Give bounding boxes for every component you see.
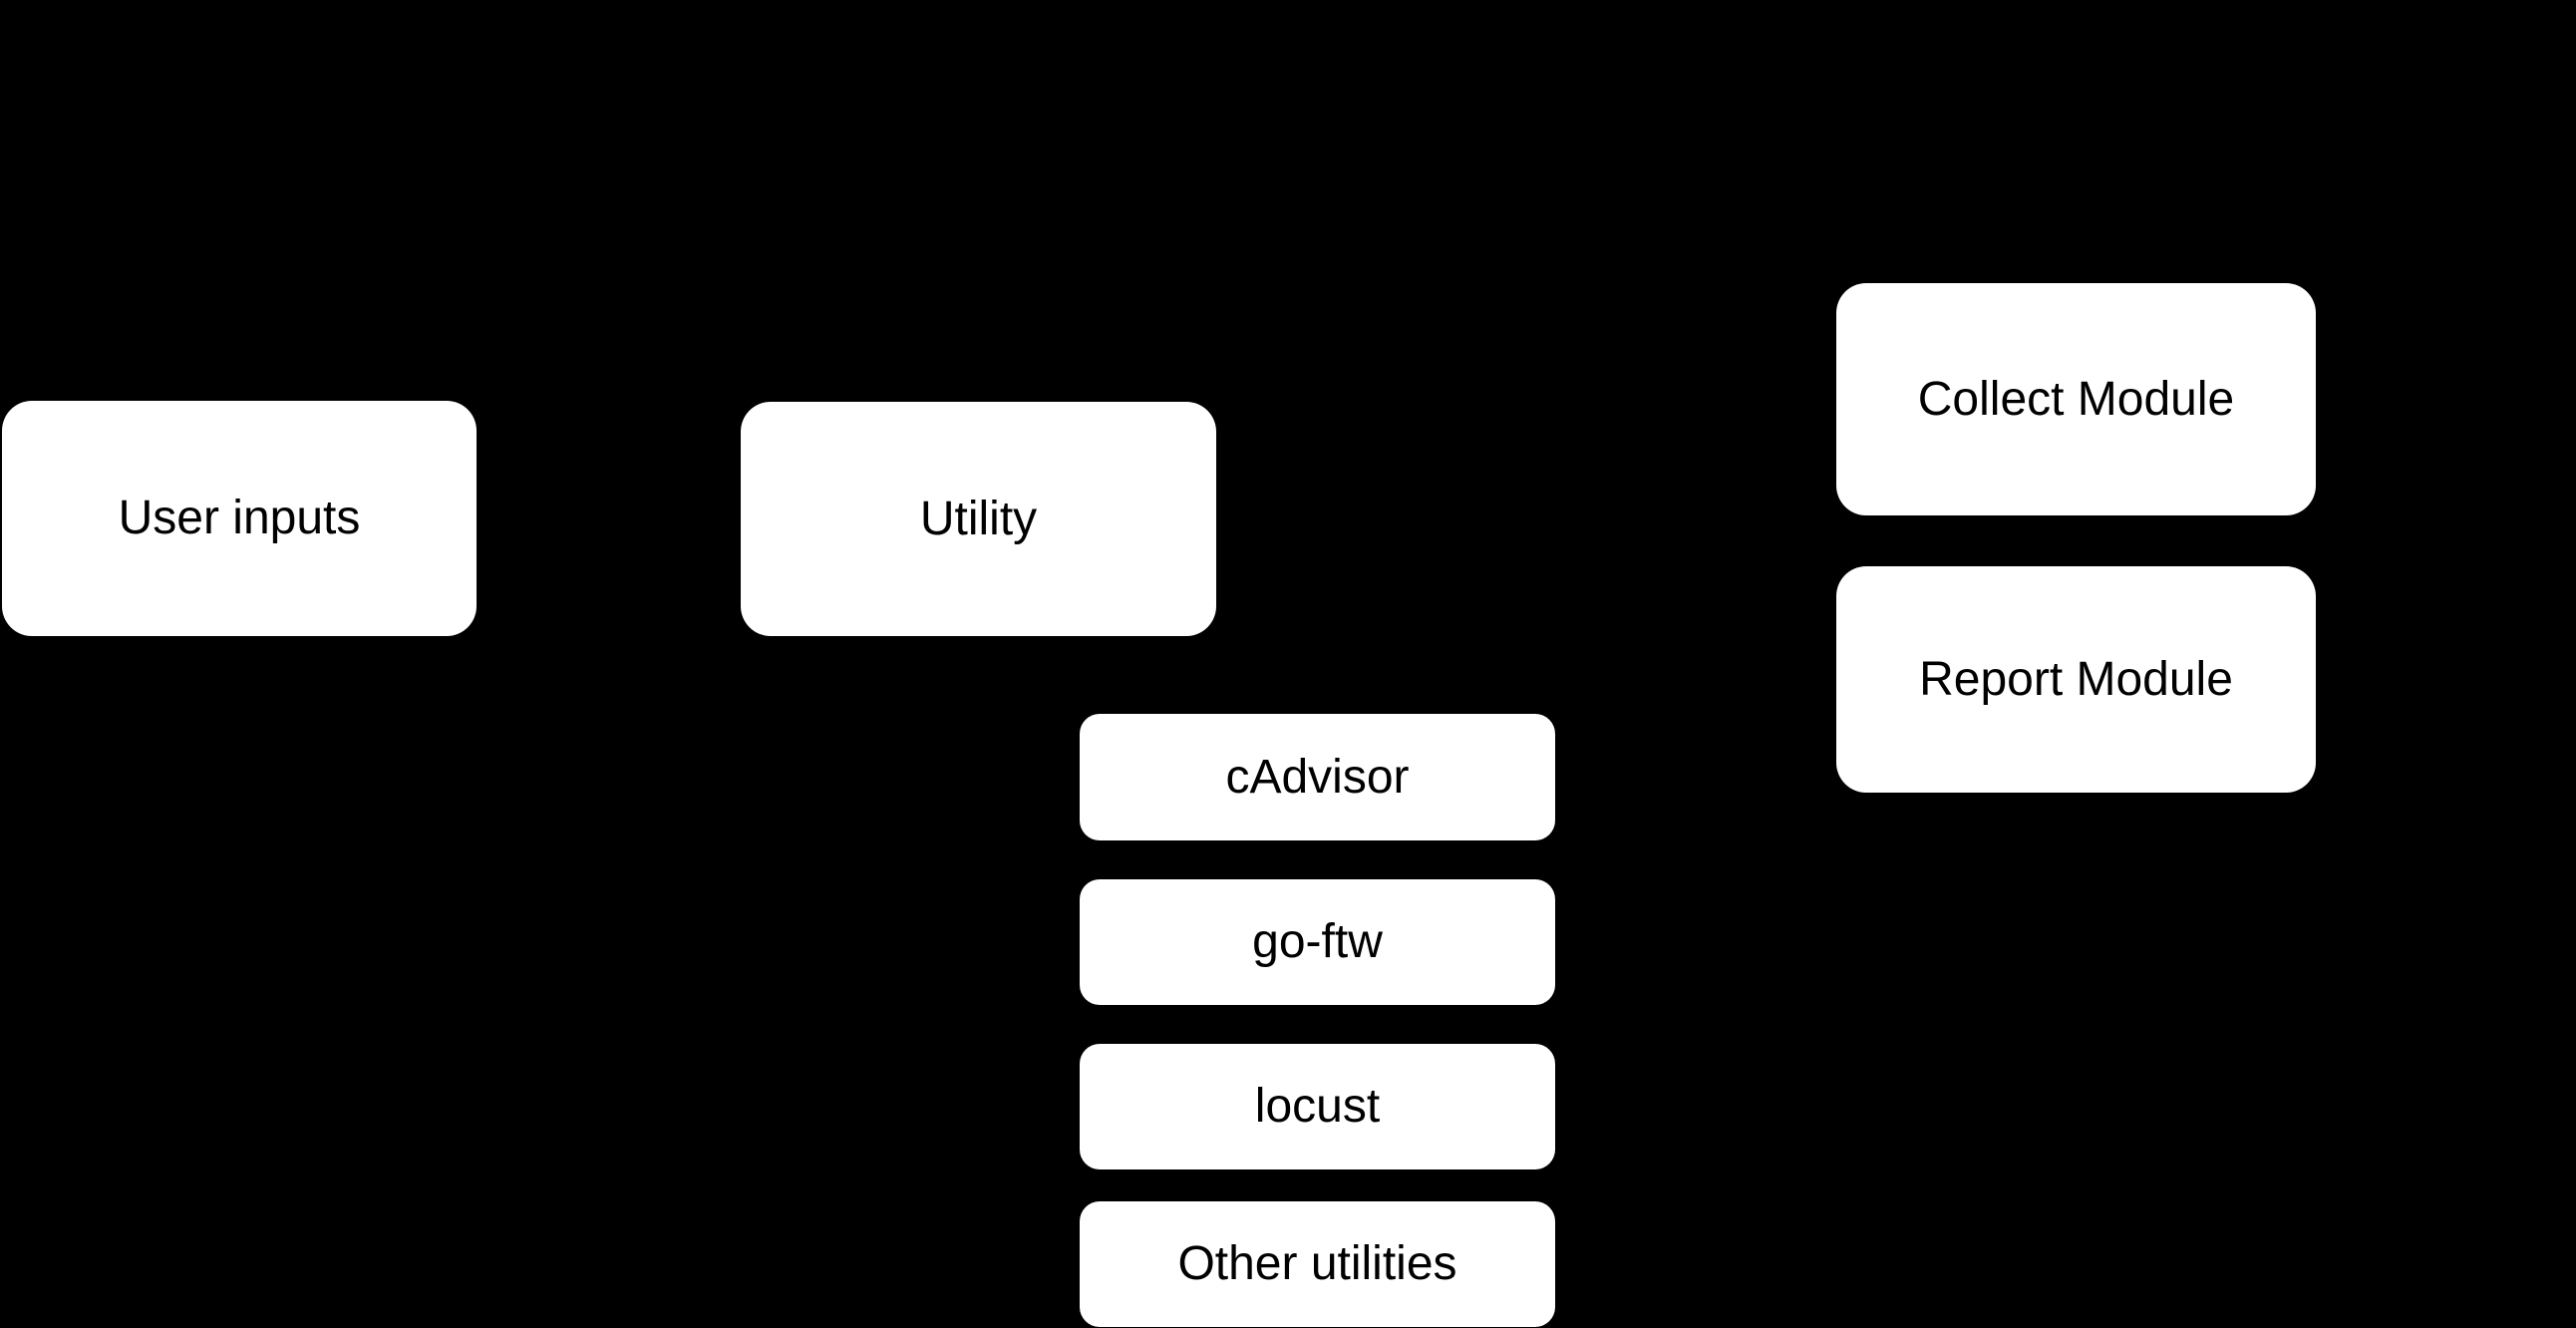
node-cadvisor-label: cAdvisor [1225, 750, 1410, 804]
node-user-inputs: User inputs [2, 401, 477, 636]
node-go-ftw-label: go-ftw [1252, 915, 1383, 969]
node-other-utilities-label: Other utilities [1177, 1237, 1457, 1291]
node-utility-label: Utility [919, 492, 1038, 545]
node-cadvisor: cAdvisor [1080, 714, 1555, 840]
node-collect-module-label: Collect Module [1917, 372, 2235, 426]
node-user-inputs-label: User inputs [118, 492, 361, 545]
node-locust-label: locust [1254, 1080, 1381, 1134]
node-report-module: Report Module [1836, 566, 2316, 793]
node-locust: locust [1080, 1044, 1555, 1169]
node-collect-module: Collect Module [1836, 283, 2316, 515]
node-go-ftw: go-ftw [1080, 879, 1555, 1005]
node-other-utilities: Other utilities [1080, 1201, 1555, 1327]
node-utility: Utility [741, 402, 1216, 636]
node-report-module-label: Report Module [1919, 652, 2233, 706]
